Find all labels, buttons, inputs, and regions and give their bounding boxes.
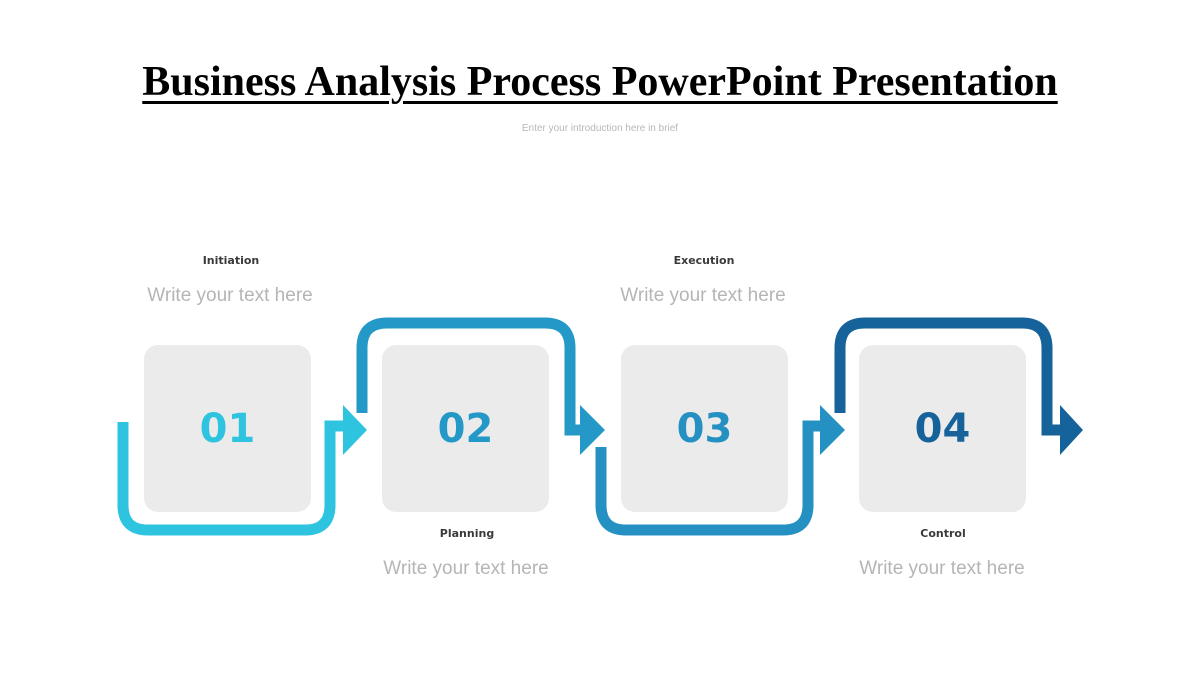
step-3-number-box: 03 bbox=[621, 345, 788, 512]
slide-title-text: Business Analysis Process PowerPoint Pre… bbox=[142, 59, 1058, 105]
step-3-arrow bbox=[595, 405, 845, 536]
step-2-arrow bbox=[356, 317, 605, 455]
step-1-text: Write your text here bbox=[147, 285, 313, 306]
step-1-number-box: 01 bbox=[144, 345, 311, 512]
step-4-arrow bbox=[834, 317, 1083, 455]
step-2-number: 02 bbox=[437, 405, 494, 452]
step-3-text: Write your text here bbox=[620, 285, 786, 306]
step-3-label: Execution bbox=[673, 254, 735, 267]
step-3-number: 03 bbox=[676, 405, 733, 452]
step-4-number: 04 bbox=[914, 405, 971, 452]
step-2-label: Planning bbox=[439, 527, 495, 540]
step-1-label: Initiation bbox=[202, 254, 260, 267]
step-4-label: Control bbox=[920, 527, 966, 540]
step-4-text: Write your text here bbox=[859, 558, 1025, 579]
step-2-number-box: 02 bbox=[382, 345, 549, 512]
slide-subtitle: Enter your introduction here in brief bbox=[521, 123, 679, 134]
step-1-number: 01 bbox=[199, 405, 256, 452]
step-2-text: Write your text here bbox=[383, 558, 549, 579]
step-1-arrow bbox=[117, 405, 367, 536]
step-4-number-box: 04 bbox=[859, 345, 1026, 512]
slide-title: Business Analysis Process PowerPoint Pre… bbox=[0, 58, 1200, 106]
